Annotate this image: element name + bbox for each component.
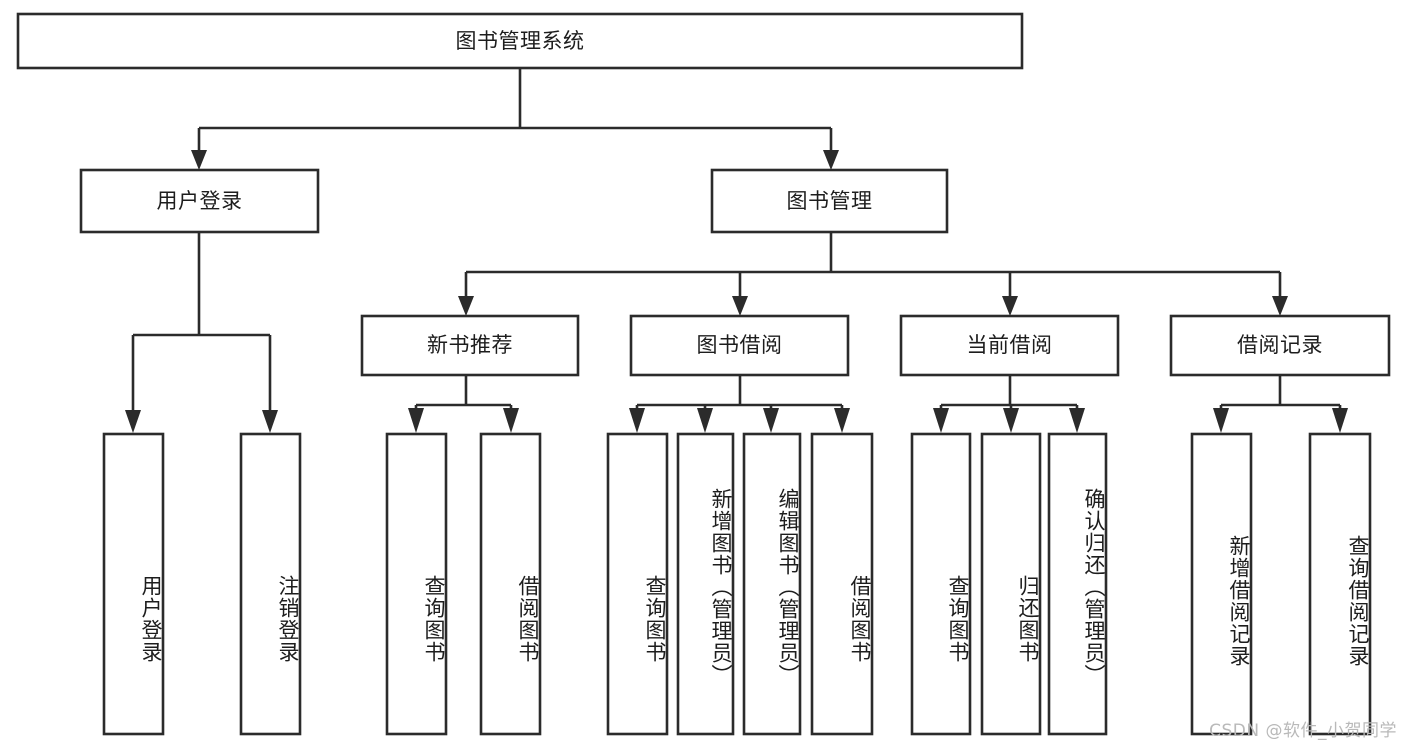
node-current-borrow[interactable]: [899, 314, 1120, 377]
arrow-newbook-leaf-2: [503, 408, 519, 433]
arrow-userlogin-leaf-1: [125, 410, 141, 433]
node-leaf-query-borrow-record[interactable]: [1308, 432, 1372, 736]
node-leaf-query-book-3[interactable]: [910, 432, 972, 736]
arrow-record-leaf-1: [1213, 408, 1229, 433]
node-leaf-confirm-return-admin[interactable]: [1047, 432, 1108, 736]
node-leaf-query-book-2[interactable]: [606, 432, 669, 736]
arrow-userlogin-leaf-2: [262, 410, 278, 433]
arrow-record-leaf-2: [1332, 408, 1348, 433]
node-leaf-query-book-1[interactable]: [385, 432, 448, 736]
node-leaf-borrow-book-2[interactable]: [810, 432, 874, 736]
arrow-root-to-book-mgmt: [823, 150, 839, 170]
node-user-login[interactable]: [79, 168, 320, 234]
arrow-bookmgmt-to-record: [1272, 296, 1288, 316]
arrow-borrow-leaf-2: [697, 408, 713, 433]
arrow-bookmgmt-to-new-book: [458, 296, 474, 316]
arrow-newbook-leaf-1: [408, 408, 424, 433]
boxes-layer: [16, 12, 1391, 736]
node-leaf-return-book[interactable]: [980, 432, 1042, 736]
node-book-borrow[interactable]: [629, 314, 850, 377]
arrow-current-leaf-1: [933, 408, 949, 433]
arrow-borrow-leaf-4: [834, 408, 850, 433]
node-leaf-user-login[interactable]: [102, 432, 165, 736]
node-leaf-borrow-book-1[interactable]: [479, 432, 542, 736]
arrow-bookmgmt-to-current: [1002, 296, 1018, 316]
arrow-current-leaf-2: [1003, 408, 1019, 433]
node-borrow-record[interactable]: [1169, 314, 1391, 377]
node-book-management[interactable]: [710, 168, 949, 234]
node-root-system[interactable]: [16, 12, 1024, 70]
node-leaf-user-logout[interactable]: [239, 432, 302, 736]
arrow-root-to-user-login: [191, 150, 207, 170]
arrow-bookmgmt-to-borrow: [732, 296, 748, 316]
node-leaf-edit-book-admin[interactable]: [742, 432, 802, 736]
node-leaf-add-borrow-record[interactable]: [1190, 432, 1253, 736]
arrow-borrow-leaf-3: [763, 408, 779, 433]
arrow-borrow-leaf-1: [629, 408, 645, 433]
edges-layer: [125, 68, 1348, 433]
node-leaf-add-book-admin[interactable]: [676, 432, 735, 736]
node-new-book-recommend[interactable]: [360, 314, 580, 377]
arrow-current-leaf-3: [1069, 408, 1085, 433]
